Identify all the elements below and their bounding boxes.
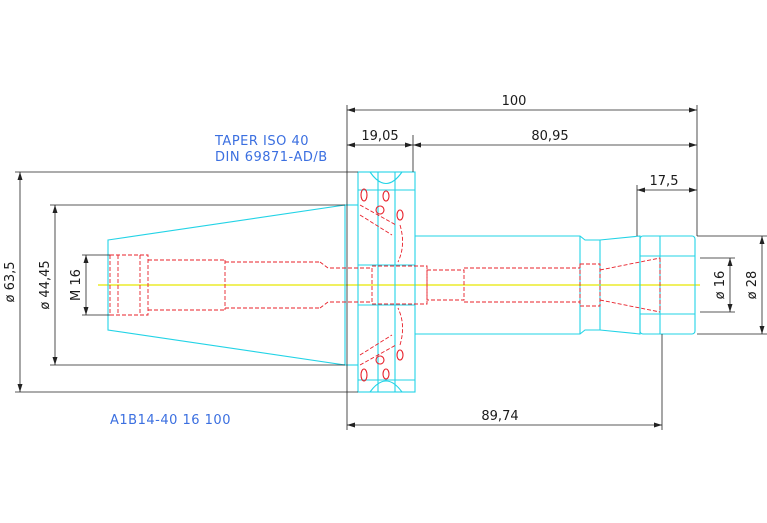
taper-spec-line2: DIN 69871-AD/B (215, 150, 328, 165)
dim-taper-diameter: ø 44,45 (38, 260, 53, 309)
dim-thread: M 16 (69, 269, 84, 301)
flange-outline (357, 171, 416, 393)
dim-nut-diameter: ø 28 (745, 271, 760, 300)
dim-overall-length: 100 (502, 94, 527, 109)
dim-gauge-length: 89,74 (481, 409, 518, 424)
dim-flange-diameter: ø 63,5 (3, 261, 18, 302)
dimension-lines (15, 105, 767, 430)
dim-nut-length: 17,5 (650, 174, 679, 189)
hidden-lines (109, 204, 661, 366)
dim-bore-diameter: ø 16 (713, 271, 728, 300)
dim-body-length: 80,95 (531, 129, 568, 144)
detail-features (360, 188, 404, 382)
arrowheads (17, 107, 765, 428)
dim-flange-length: 19,05 (361, 129, 398, 144)
taper-spec-line1: TAPER ISO 40 (214, 134, 309, 149)
part-code: A1B14-40 16 100 (110, 413, 231, 428)
